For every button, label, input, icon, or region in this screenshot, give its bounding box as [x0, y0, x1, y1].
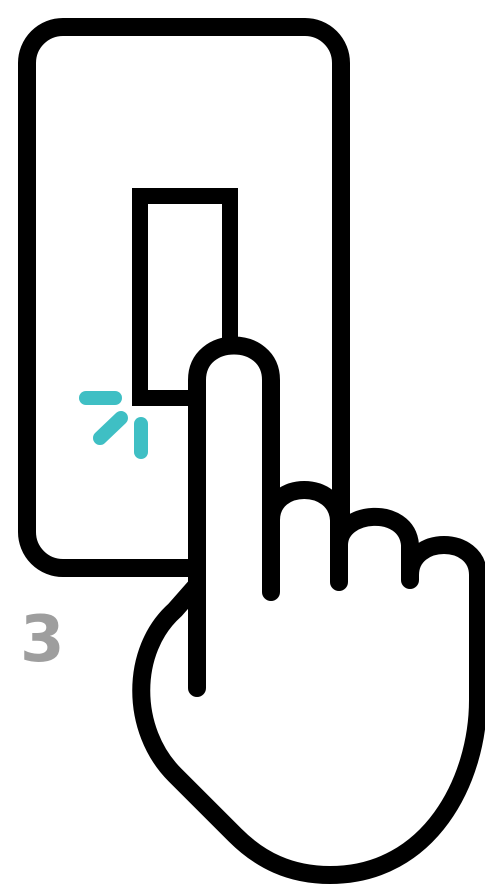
step-number: 3	[20, 608, 65, 672]
